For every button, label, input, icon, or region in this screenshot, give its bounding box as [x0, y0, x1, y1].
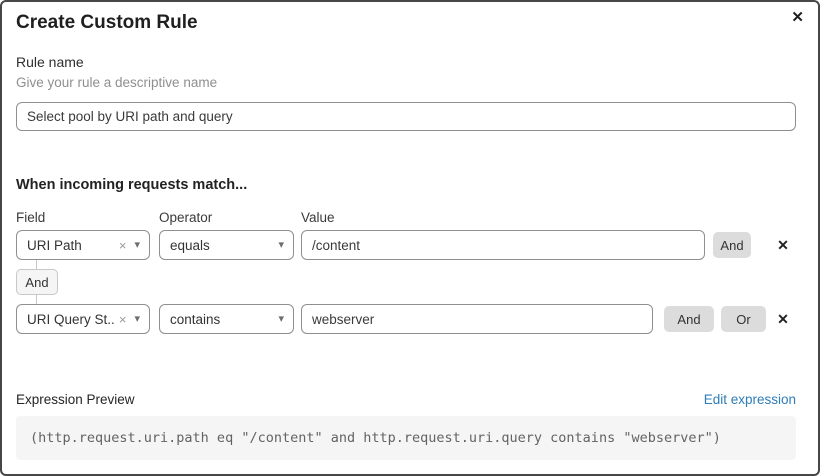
rule-name-description: Give your rule a descriptive name	[16, 75, 218, 90]
remove-condition-icon[interactable]: ✕	[777, 311, 789, 327]
chevron-down-icon: ▾	[134, 312, 140, 325]
add-and-condition-button[interactable]: And	[664, 306, 714, 332]
value-input[interactable]	[301, 304, 653, 334]
rule-name-label: Rule name	[16, 54, 84, 70]
field-column-label: Field	[16, 210, 46, 225]
value-column-label: Value	[301, 210, 335, 225]
page-title: Create Custom Rule	[16, 12, 198, 33]
clear-selection-icon[interactable]: ×	[118, 237, 127, 253]
chevron-down-icon: ▾	[134, 238, 140, 251]
add-or-condition-button[interactable]: Or	[721, 306, 766, 332]
value-input[interactable]	[301, 230, 705, 260]
connector-and-badge: And	[16, 269, 58, 295]
operator-select-value: contains	[170, 311, 221, 327]
column-headers: Field Operator Value	[16, 210, 796, 225]
field-select[interactable]: URI Query St... × ▾	[16, 304, 150, 334]
remove-condition-icon[interactable]: ✕	[777, 237, 789, 253]
chevron-down-icon: ▾	[278, 238, 284, 251]
condition-row-2: URI Query St... × ▾ contains ▾ And Or ✕	[16, 304, 796, 334]
operator-select[interactable]: contains ▾	[159, 304, 294, 334]
expression-preview-header: Expression Preview Edit expression	[16, 392, 796, 408]
field-select-value: URI Path	[27, 237, 82, 253]
expression-text: (http.request.uri.path eq "/content" and…	[30, 430, 721, 446]
operator-select[interactable]: equals ▾	[159, 230, 294, 260]
add-and-condition-button[interactable]: And	[713, 232, 751, 258]
operator-select-value: equals	[170, 237, 210, 253]
close-icon[interactable]: ✕	[791, 9, 804, 26]
condition-connector: And	[16, 260, 796, 304]
field-select[interactable]: URI Path × ▾	[16, 230, 150, 260]
chevron-down-icon: ▾	[278, 312, 284, 325]
clear-selection-icon[interactable]: ×	[118, 311, 127, 327]
rule-name-input[interactable]	[16, 102, 796, 131]
edit-expression-link[interactable]: Edit expression	[703, 392, 796, 407]
condition-row-1: URI Path × ▾ equals ▾ And ✕	[16, 230, 796, 260]
expression-preview-label: Expression Preview	[16, 392, 135, 407]
match-heading: When incoming requests match...	[16, 177, 248, 193]
field-select-value: URI Query St...	[27, 311, 115, 327]
operator-column-label: Operator	[159, 210, 213, 225]
expression-preview-code: (http.request.uri.path eq "/content" and…	[16, 416, 796, 460]
